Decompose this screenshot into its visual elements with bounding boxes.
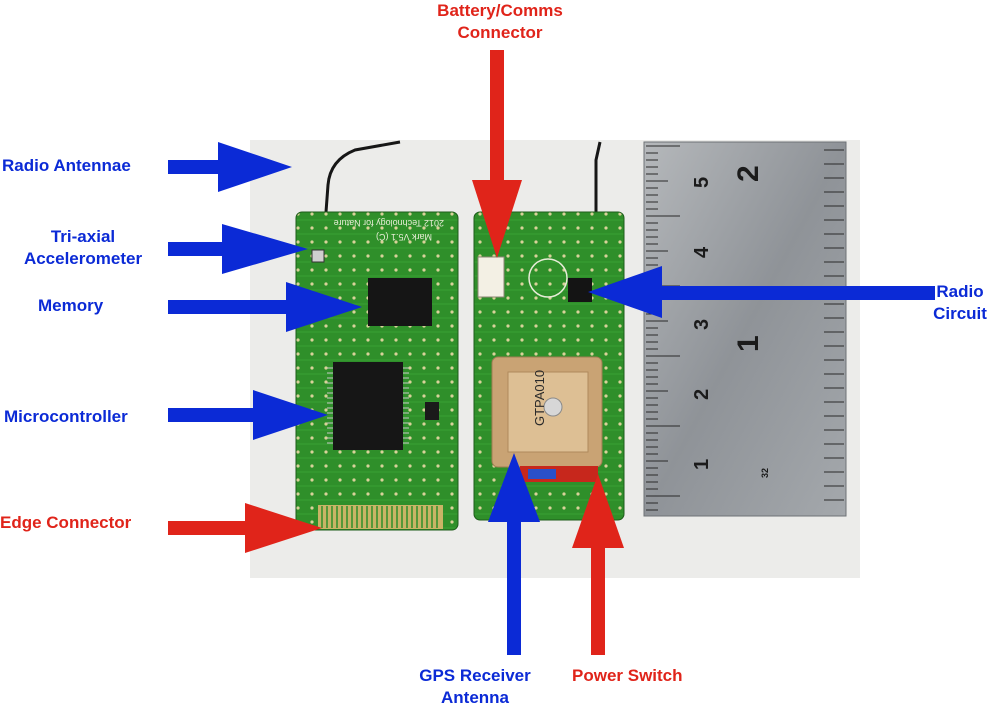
label-gps-line1: GPS Receiver — [419, 666, 531, 685]
label-battery-line1: Battery/Comms — [437, 1, 563, 20]
label-radio-circuit-line1: Radio — [936, 282, 984, 301]
arrow-gps-antenna — [488, 453, 540, 655]
left-board-label-2: Mark V5.1 (C) — [376, 232, 432, 242]
ruler-minor-4: 4 — [691, 246, 713, 258]
ruler-minor-1: 1 — [691, 459, 713, 470]
ruler-minor-2: 2 — [691, 389, 713, 400]
label-tri-axial-line1: Tri-axial — [50, 227, 116, 246]
small-component — [425, 402, 439, 420]
arrow-edge-connector — [168, 503, 322, 553]
memory-chip — [368, 278, 432, 326]
arrow-radio-circuit — [588, 266, 935, 318]
ruler-major-2: 2 — [732, 165, 765, 182]
gps-antenna-marking: GTPA010 — [532, 370, 547, 426]
gps-feed-point — [543, 397, 563, 417]
label-tri-axial-line2: Accelerometer — [23, 249, 143, 268]
label-radio-antennae: Radio Antennae — [2, 156, 131, 175]
ruler-minor-3: 3 — [691, 319, 713, 330]
ruler-minor-5: 5 — [691, 177, 713, 188]
right-board: GTPA010 — [473, 211, 625, 521]
ruler-small-label: 32 — [760, 468, 770, 478]
arrow-memory — [168, 282, 362, 332]
steel-ruler: 2 1 5 4 3 2 1 32 — [643, 141, 847, 517]
label-radio-circuit-line2: Circuit — [933, 304, 987, 323]
arrow-radio-antennae — [168, 142, 292, 192]
right-antenna-wire — [594, 141, 602, 215]
radio-chip — [568, 278, 592, 302]
label-memory: Memory — [38, 296, 104, 315]
battery-connector — [477, 256, 505, 298]
label-power-switch: Power Switch — [572, 666, 683, 685]
label-tri-axial-accelerometer: Tri-axial Accelerometer — [18, 226, 148, 270]
label-battery-connector: Battery/Comms Connector — [400, 0, 600, 44]
left-board: 2012 Technology for Nature Mark V5.1 (C) — [295, 211, 459, 531]
arrow-microcontroller — [168, 390, 328, 440]
label-gps-line2: Antenna — [441, 688, 509, 707]
ruler-major-1: 1 — [732, 335, 765, 352]
microcontroller-chip — [333, 362, 403, 450]
label-gps-receiver-antenna: GPS Receiver Antenna — [400, 665, 550, 709]
arrow-tri-axial-accelerometer — [168, 224, 308, 274]
left-antenna-wire — [324, 140, 401, 213]
label-radio-circuit: Radio Circuit — [922, 281, 998, 325]
accelerometer-chip — [311, 249, 325, 263]
label-edge-connector: Edge Connector — [0, 513, 132, 532]
arrow-power-switch — [572, 474, 624, 655]
label-microcontroller: Microcontroller — [4, 407, 128, 426]
label-battery-line2: Connector — [457, 23, 543, 42]
arrow-battery-connector — [472, 50, 522, 258]
left-board-label-1: 2012 Technology for Nature — [334, 218, 444, 228]
